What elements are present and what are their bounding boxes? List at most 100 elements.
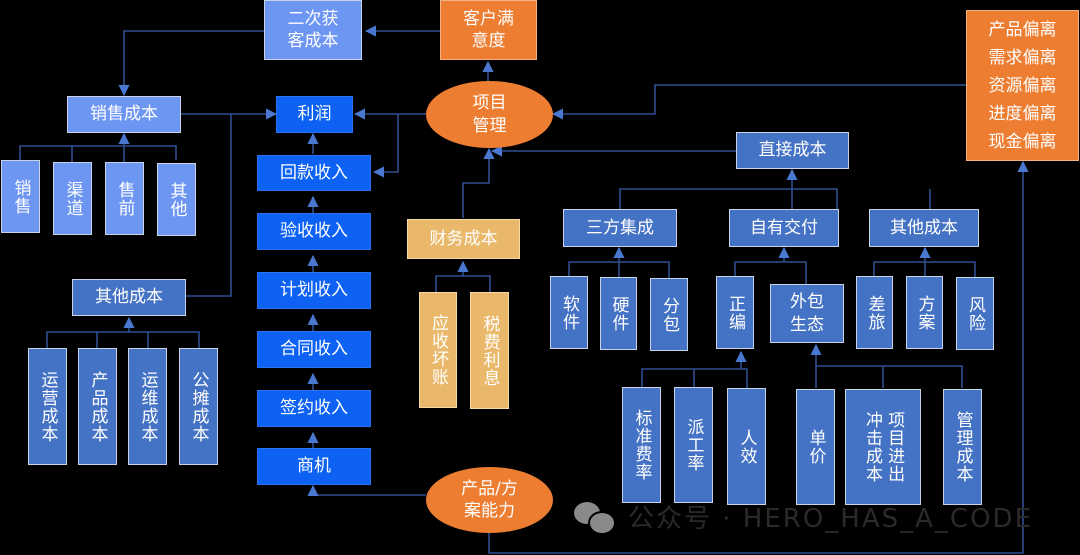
node-label: 其他成本	[890, 217, 958, 238]
deviations-node: 产品偏离 需求偏离 资源偏离 进度偏离 现金偏离	[966, 10, 1079, 161]
node-label: 计划收入	[280, 280, 348, 301]
node-label: 人效	[736, 428, 757, 465]
node-label: 外包生态	[790, 292, 824, 335]
regular-staff-node: 正编	[716, 276, 754, 349]
profit-node: 利润	[276, 96, 353, 133]
node-label: 二次获客成本	[287, 8, 339, 51]
node-label: 应收坏账	[428, 314, 449, 386]
connector-acq-to-sales	[118, 30, 264, 97]
sales-child-node: 销售	[1, 160, 40, 233]
signing-revenue-node: 签约收入	[257, 390, 371, 427]
deviation-label: 现金偏离	[988, 131, 1057, 152]
sales-child-node: 渠道	[53, 162, 92, 235]
connector-othercost-children	[46, 331, 200, 348]
node-label: 管理成本	[952, 411, 973, 483]
node-label: 验收收入	[280, 221, 348, 242]
third-party-integration-node: 三方集成	[563, 209, 677, 247]
other-cost-left-node: 其他成本	[72, 279, 186, 316]
regular-staff-child-node: 派工率	[674, 387, 713, 503]
other-cost-child-node: 运营成本	[28, 348, 67, 465]
node-label: 产品成本	[87, 370, 108, 443]
connector-othercost-to-profit	[186, 114, 232, 297]
acceptance-revenue-node: 验收收入	[257, 213, 371, 250]
node-label: 项目管理	[472, 93, 507, 136]
node-label: 合同收入	[280, 339, 348, 360]
node-label: 运维成本	[137, 370, 158, 443]
regular-staff-child-node: 标准费率	[622, 387, 661, 503]
node-label: 商机	[297, 456, 331, 477]
third-party-child-node: 分包	[650, 278, 688, 351]
node-label: 销售	[10, 178, 31, 215]
third-party-child-node: 硬件	[600, 277, 637, 350]
deviation-label: 产品偏离	[988, 19, 1057, 40]
outsourcing-child-node: 单价	[796, 389, 835, 505]
node-label: 税费利息	[479, 314, 500, 387]
node-label: 单价	[805, 429, 826, 465]
other-cost-right-child-node: 风险	[956, 277, 994, 350]
connector-cap-to-opp	[307, 484, 426, 497]
node-label: 产品/方案能力	[461, 478, 518, 521]
deviation-label: 资源偏离	[988, 75, 1057, 96]
product-solution-capability-node: 产品/方案能力	[426, 467, 553, 533]
node-label: 三方集成	[586, 217, 654, 238]
sales-child-node: 售前	[105, 162, 144, 235]
node-label: 差旅	[864, 294, 885, 331]
sales-cost-node: 销售成本	[67, 96, 181, 133]
outsourcing-ecosystem-node: 外包生态	[770, 284, 844, 343]
node-label: 硬件	[608, 295, 629, 332]
connector-fin-to-pm	[462, 147, 495, 218]
regular-staff-child-node: 人效	[727, 388, 766, 505]
own-delivery-node: 自有交付	[729, 209, 839, 247]
customer-satisfaction-node: 客户满意度	[440, 0, 537, 60]
watermark: 公众号 · HERO_HAS_A_CODE	[574, 498, 1033, 535]
wechat-icon	[574, 500, 618, 535]
node-label: 标准费率	[631, 409, 652, 481]
node-label: 项目进出冲击成本	[862, 411, 905, 483]
other-cost-child-node: 公摊成本	[179, 348, 218, 465]
planned-revenue-node: 计划收入	[257, 272, 371, 309]
connector-dev-to-pm	[551, 84, 966, 120]
node-label: 公摊成本	[188, 370, 209, 443]
node-label: 派工率	[683, 418, 704, 472]
node-label: 运营成本	[37, 370, 58, 443]
opportunity-node: 商机	[257, 448, 371, 485]
node-label: 售前	[114, 180, 135, 217]
watermark-text: 公众号 · HERO_HAS_A_CODE	[628, 504, 1033, 534]
financial-child-node: 税费利息	[470, 292, 509, 409]
connector-sales-children	[19, 145, 177, 160]
deviation-label: 需求偏离	[988, 47, 1057, 68]
node-label: 签约收入	[280, 398, 348, 419]
node-label: 自有交付	[750, 217, 818, 238]
secondary-acquisition-cost-node: 二次获客成本	[264, 0, 362, 60]
connector-cap-to-dev	[488, 160, 1029, 554]
project-management-node: 项目管理	[426, 81, 553, 148]
node-label: 分包	[659, 296, 680, 333]
financial-cost-node: 财务成本	[407, 219, 520, 259]
other-cost-right-child-node: 方案	[906, 276, 943, 349]
third-party-child-node: 软件	[550, 276, 588, 349]
node-label: 风险	[965, 295, 986, 332]
node-label: 渠道	[62, 180, 83, 217]
node-label: 财务成本	[429, 228, 498, 249]
outsourcing-child-node: 项目进出冲击成本	[845, 389, 921, 505]
node-label: 直接成本	[758, 140, 827, 161]
node-label: 客户满意度	[463, 8, 514, 51]
other-cost-child-node: 运维成本	[128, 348, 167, 465]
node-label: 其他成本	[95, 287, 163, 308]
direct-cost-node: 直接成本	[736, 132, 849, 169]
payment-revenue-node: 回款收入	[257, 155, 371, 191]
deviation-label: 进度偏离	[988, 103, 1057, 124]
financial-child-node: 应收坏账	[419, 292, 457, 408]
contract-revenue-node: 合同收入	[257, 331, 371, 368]
node-label: 软件	[559, 294, 580, 331]
other-cost-right-child-node: 差旅	[856, 276, 893, 349]
node-label: 销售成本	[90, 104, 158, 125]
other-cost-right-node: 其他成本	[869, 209, 979, 247]
outsourcing-child-node: 管理成本	[943, 389, 982, 505]
connector-pm-to-payment	[372, 114, 399, 178]
node-label: 方案	[914, 294, 935, 331]
node-label: 回款收入	[280, 162, 348, 183]
sales-child-node: 其他	[157, 163, 196, 236]
other-cost-child-node: 产品成本	[78, 348, 117, 465]
